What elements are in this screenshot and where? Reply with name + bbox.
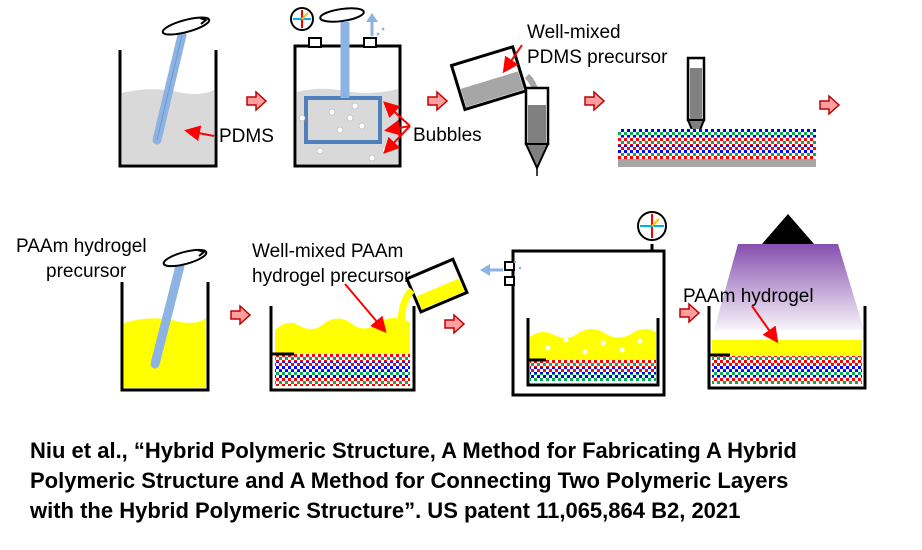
syringe-tip xyxy=(524,143,550,171)
paam-layer-6 xyxy=(275,318,410,354)
process-arrow-2 xyxy=(427,90,449,112)
process-arrow-7 xyxy=(679,302,701,324)
citation-line-1: Niu et al., “Hybrid Polymeric Structure,… xyxy=(30,438,797,463)
patent-citation: Niu et al., “Hybrid Polymeric Structure,… xyxy=(30,436,910,526)
process-arrow-3 xyxy=(584,90,606,112)
beaker5-wall xyxy=(707,306,867,390)
process-arrow-1 xyxy=(246,90,268,112)
citation-line-2: Polymeric Structure and A Method for Con… xyxy=(30,468,789,493)
beaker3-wall xyxy=(269,306,416,392)
label-bubbles: Bubbles xyxy=(413,125,482,146)
chamber-liquid xyxy=(297,88,398,164)
pressure-gauge-icon xyxy=(290,7,314,31)
step2-degassing-chamber: Bubbles xyxy=(290,7,482,168)
pdms-liquid xyxy=(122,89,214,164)
citation-line-3: with the Hybrid Polymeric Structure”. US… xyxy=(30,498,741,523)
air-bubbles-2 xyxy=(545,337,643,355)
label-paam-precursor-1: PAAm hydrogel xyxy=(16,236,147,257)
chamber2-wall xyxy=(511,249,666,397)
chamber-wall xyxy=(293,44,402,168)
paam-stream xyxy=(397,287,415,339)
step7-degassing-chamber xyxy=(480,211,667,397)
process-arrow-5 xyxy=(230,304,252,326)
step8-uv-curing: PAAm hydrogel xyxy=(683,214,867,390)
stirrer-head-icon xyxy=(161,16,211,36)
substrate xyxy=(618,159,816,167)
label-well-mixed-pdms-1: Well-mixed xyxy=(527,22,621,43)
step3-pour-into-syringe: Well-mixed PDMS precursor xyxy=(449,22,668,176)
beaker4-wall xyxy=(526,318,660,387)
label-paam-mixed-1: Well-mixed PAAm xyxy=(252,241,403,262)
label-pdms: PDMS xyxy=(219,126,274,147)
beaker2-wall xyxy=(120,282,210,392)
paam-liquid xyxy=(124,318,206,388)
step4-printed-layers xyxy=(618,56,816,167)
uv-lamp-icon xyxy=(762,214,814,244)
stirrer-head-icon xyxy=(162,248,208,268)
vent-arrow-icon xyxy=(366,13,385,36)
label-paam-precursor-2: precursor xyxy=(46,261,127,282)
process-arrow-6 xyxy=(444,313,466,335)
step5-paam-precursor-beaker: PAAm hydrogel precursor xyxy=(16,236,210,392)
step6-pour-paam: Well-mixed PAAm hydrogel precursor xyxy=(252,241,469,392)
vent-arrow-icon xyxy=(480,260,522,276)
pdms-pointer xyxy=(184,125,215,142)
label-well-mixed-pdms-2: PDMS precursor xyxy=(527,47,668,68)
stirrer-head-icon xyxy=(319,7,365,23)
uv-light-beam xyxy=(714,244,864,330)
label-paam-hydrogel: PAAm hydrogel xyxy=(683,286,814,307)
beaker-wall xyxy=(118,50,218,168)
stir-rod-2 xyxy=(150,261,185,369)
label-paam-mixed-2: hydrogel precursor xyxy=(252,266,411,287)
process-arrow-4 xyxy=(819,94,841,116)
pressure-gauge-icon xyxy=(637,211,667,241)
step1-pdms-beaker: PDMS xyxy=(118,16,274,168)
